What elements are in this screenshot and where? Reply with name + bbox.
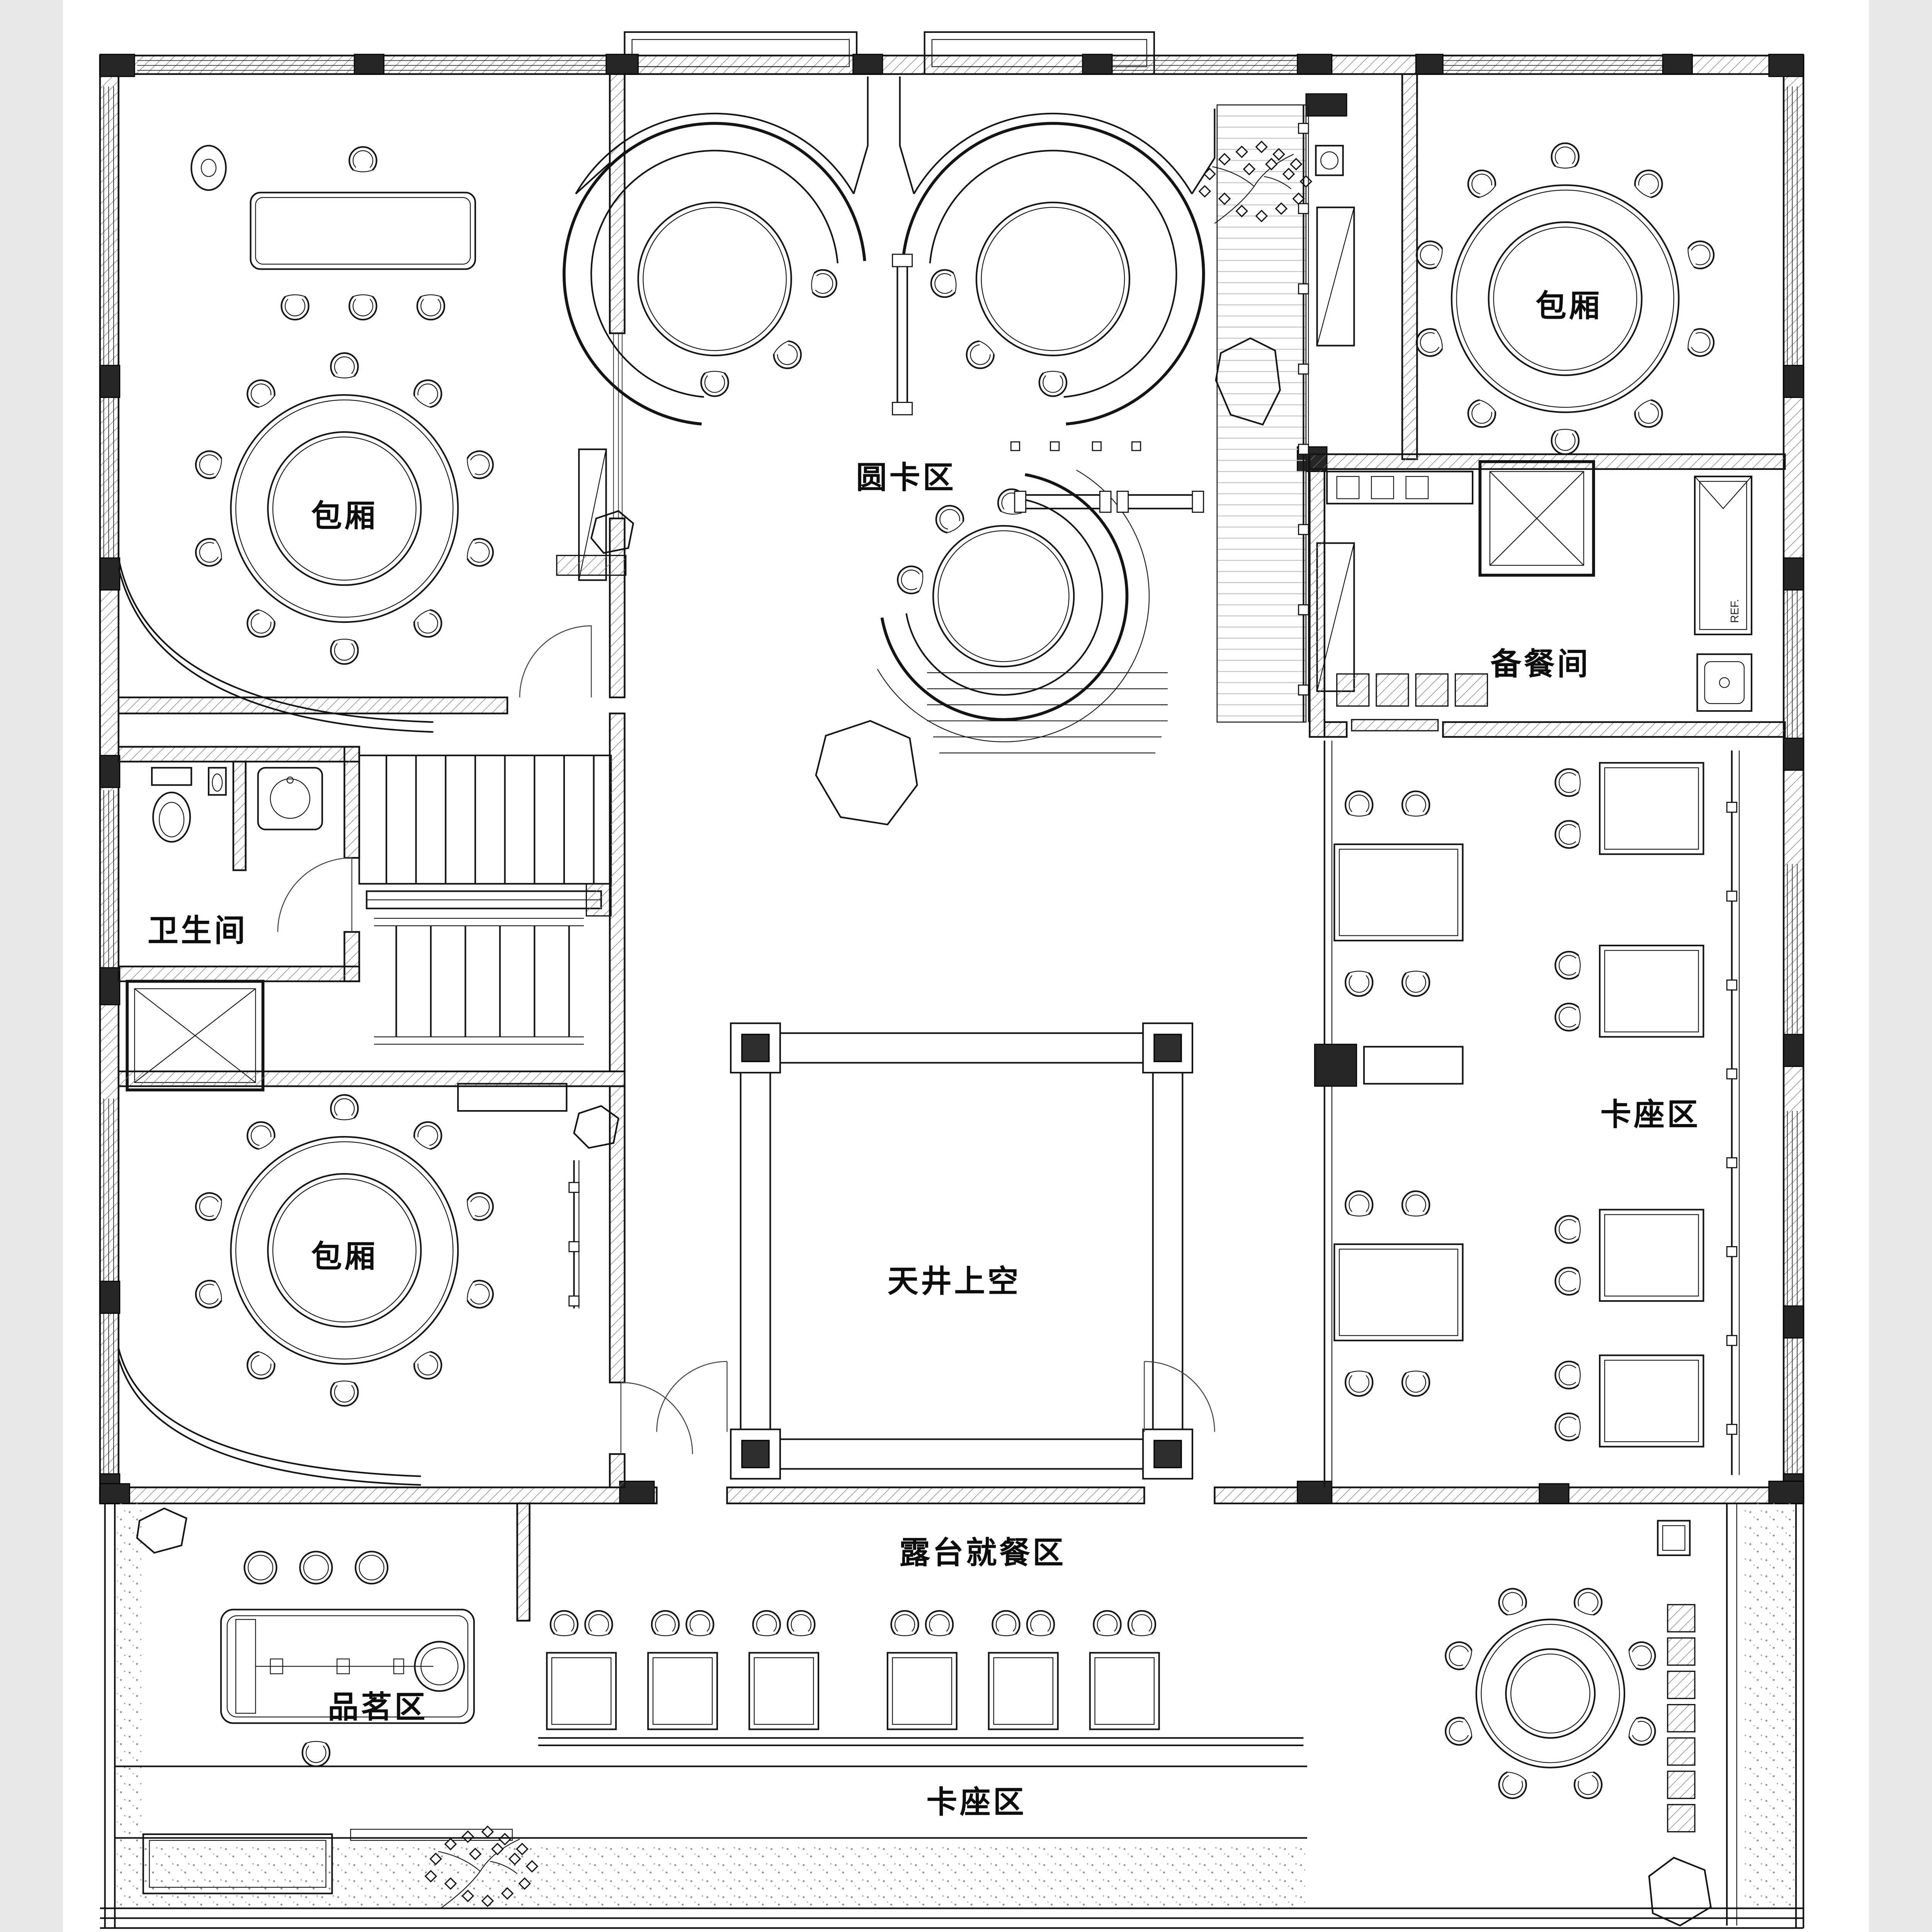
garden-strip <box>815 104 1355 826</box>
cooktop-row <box>1336 673 1488 707</box>
floor-plan-canvas: 包厢 <box>63 0 1869 1932</box>
landscape-rock <box>573 1105 620 1149</box>
atrium: 天井上空 <box>656 1023 1215 1479</box>
terrace: 露台就餐区 品茗区 卡座区 <box>100 1502 1804 1929</box>
booth-south <box>877 469 1168 753</box>
door-arc <box>656 1361 1215 1432</box>
landscape-rock <box>590 510 634 554</box>
service-point <box>1314 1044 1357 1087</box>
rect-table-chairs <box>282 147 445 320</box>
room-bathroom: 卫生间 <box>117 746 361 982</box>
rect-table <box>250 192 476 270</box>
counter-top <box>1326 471 1474 505</box>
zone-label: 圆卡区 <box>856 461 956 495</box>
room-label: 备餐间 <box>1491 647 1591 681</box>
toilet <box>151 767 192 843</box>
console <box>556 554 627 576</box>
washbasin <box>257 767 323 830</box>
window-bench <box>1726 750 1740 1475</box>
door-arc <box>519 625 592 697</box>
tea-zone: 品茗区 <box>136 1507 537 1908</box>
landscape-rock <box>1215 337 1281 426</box>
booth-group-a <box>1333 791 1464 996</box>
atrium-column <box>731 1429 780 1479</box>
shelf <box>457 1083 568 1112</box>
booth-east <box>899 77 1216 426</box>
atrium-column <box>731 1023 780 1073</box>
bench <box>1363 1046 1464 1085</box>
door-arc <box>277 857 353 932</box>
tea-zone-label: 品茗区 <box>328 1690 428 1724</box>
atrium-column <box>1143 1023 1192 1073</box>
planter <box>190 145 227 191</box>
room-label: 卫生间 <box>148 913 248 948</box>
room-private-sw: 包厢 <box>117 1070 693 1488</box>
console-tables <box>892 253 1204 513</box>
refrigerator-label: REF. <box>1729 599 1741 623</box>
staircase <box>358 713 626 1073</box>
room-label: 包厢 <box>311 1239 378 1274</box>
sink-unit <box>1696 653 1753 712</box>
room-label: 包厢 <box>1536 289 1602 323</box>
room-label: 包厢 <box>311 499 378 533</box>
atrium-label: 天井上空 <box>888 1264 1021 1298</box>
booth-west <box>563 77 869 426</box>
booth-group-b <box>1333 1191 1464 1396</box>
door-arc <box>620 1382 693 1454</box>
room-private-ne: 包厢 <box>1401 73 1717 460</box>
room-pantry: REF. 备餐间 <box>1309 453 1786 738</box>
atrium-column <box>1143 1429 1192 1479</box>
urinal <box>208 767 227 796</box>
landscape-rock <box>136 1507 188 1554</box>
terrace-booth-label: 卡座区 <box>927 1785 1027 1819</box>
terrace-label: 露台就餐区 <box>900 1536 1066 1570</box>
bay-window <box>624 31 1155 75</box>
terrace-booths: 卡座区 <box>115 1611 1308 1839</box>
zone-booth-east: 卡座区 <box>1314 740 1740 1488</box>
sliding-door <box>1351 719 1439 731</box>
zone-label: 卡座区 <box>1600 1097 1701 1132</box>
structural-piers <box>99 54 1804 1504</box>
refrigerator: REF. <box>1694 475 1753 636</box>
exterior-walls <box>99 31 1804 1505</box>
terrace-round-table-block <box>1442 1520 1712 1927</box>
window-glazing <box>103 60 1798 1474</box>
drawing-sheet: 包厢 <box>63 0 1869 1932</box>
room-private-nw: 包厢 <box>117 73 634 733</box>
landscape-rock <box>815 720 918 826</box>
landscape-rock <box>1648 1857 1712 1927</box>
zone-round-booth: 圆卡区 <box>563 77 1355 826</box>
dumbwaiter <box>1478 460 1595 577</box>
